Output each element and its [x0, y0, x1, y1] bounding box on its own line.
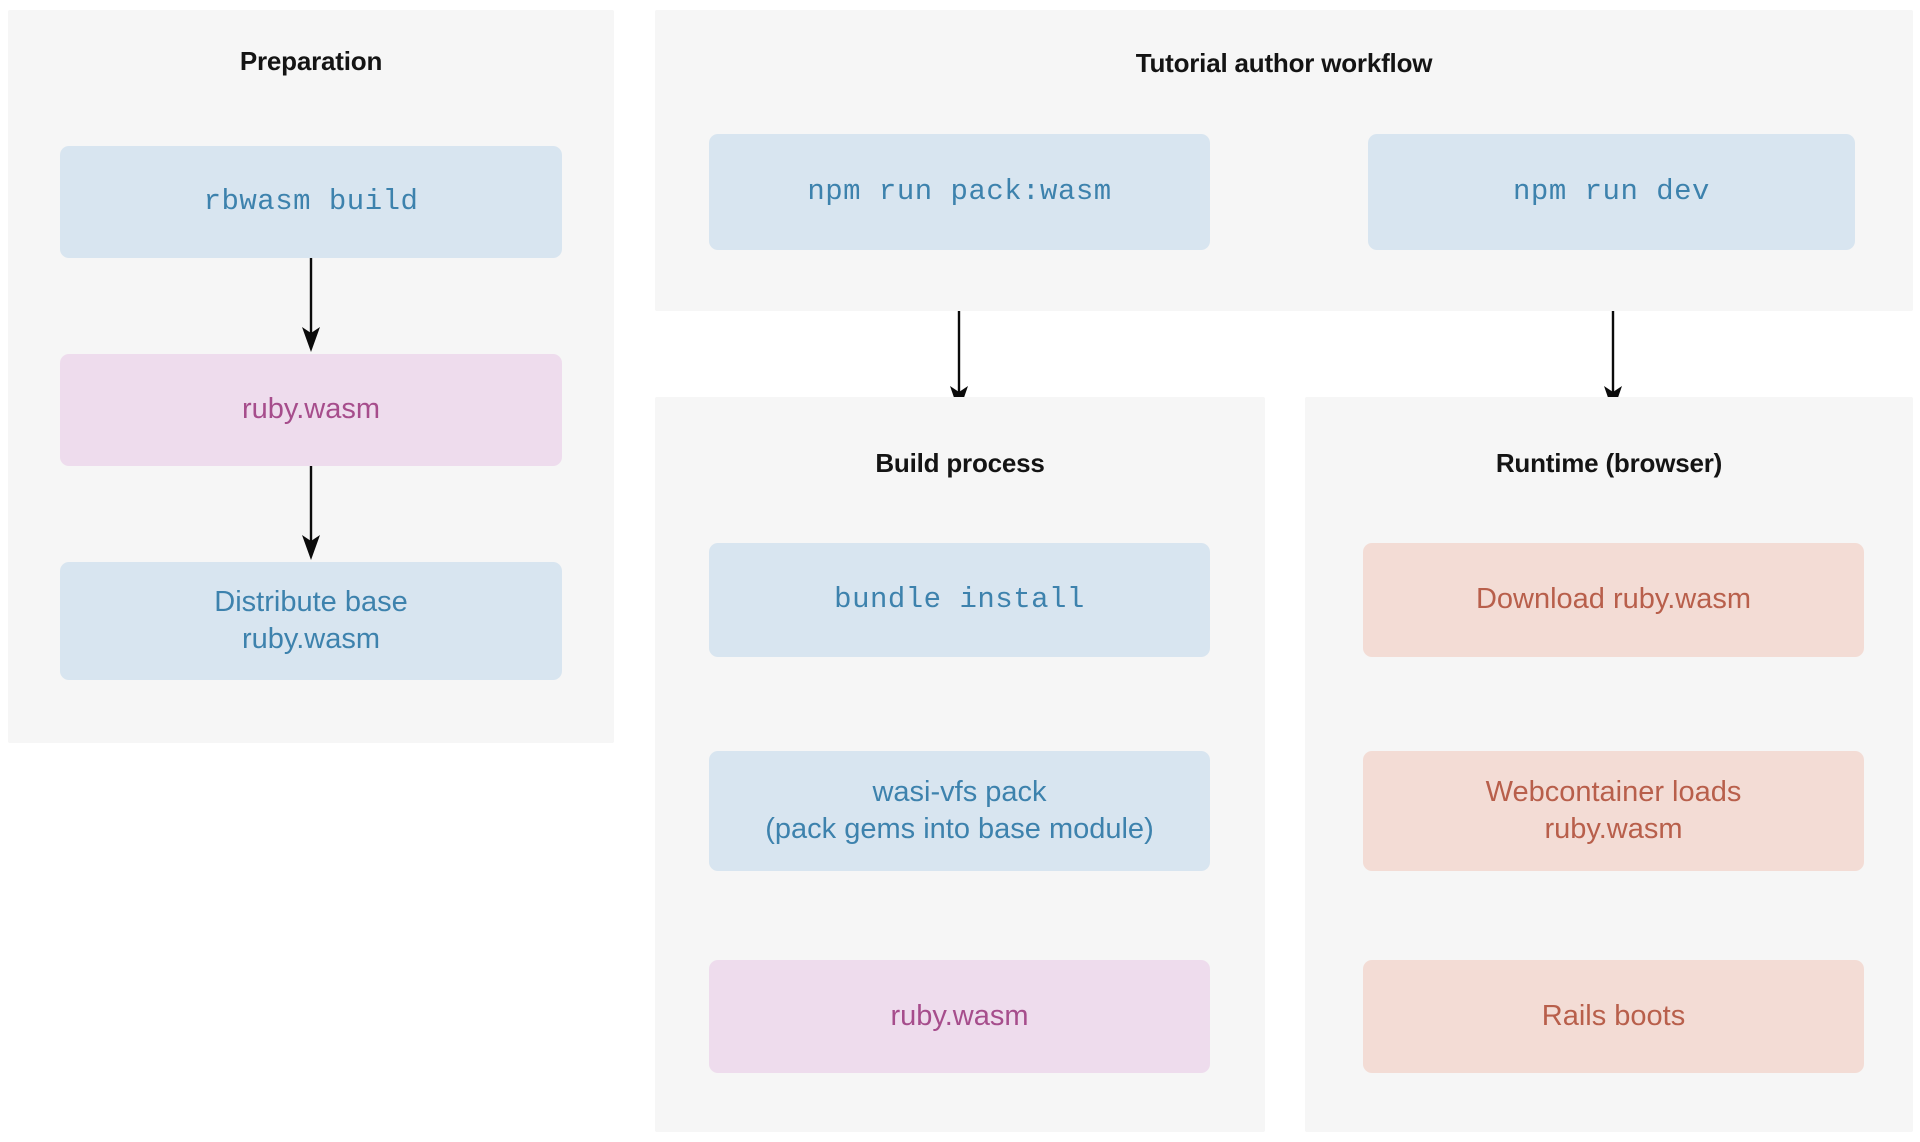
node-rails-boots[interactable]: Rails boots — [1363, 960, 1864, 1073]
node-label: Download ruby.wasm — [1475, 583, 1752, 616]
node-rbwasm-build[interactable]: rbwasm build — [60, 146, 562, 258]
node-label: npm run pack:wasm — [807, 175, 1112, 209]
subgraph-title-runtime-browser: Runtime (browser) — [1495, 448, 1723, 478]
subgraph-title-build-process: Build process — [875, 448, 1045, 478]
node-label: ruby.wasm — [890, 999, 1029, 1032]
node-bundle-install[interactable]: bundle install — [709, 543, 1210, 657]
node-wasi-vfs-pack[interactable]: wasi-vfs pack(pack gems into base module… — [709, 751, 1210, 871]
node-download-ruby-wasm[interactable]: Download ruby.wasm — [1363, 543, 1864, 657]
subgraph-title-preparation: Preparation — [239, 46, 383, 76]
edge-ruby-wasm-to-distribute-base — [302, 466, 320, 560]
node-label: rbwasm build — [203, 185, 419, 219]
node-ruby-wasm-built[interactable]: ruby.wasm — [709, 960, 1210, 1073]
node-label: wasi-vfs pack(pack gems into base module… — [765, 775, 1154, 845]
subgraph-title-tutorial-author-workflow: Tutorial author workflow — [1135, 48, 1433, 78]
node-label: npm run dev — [1513, 175, 1710, 209]
node-label: bundle install — [834, 583, 1085, 617]
edge-rbwasm-build-to-ruby-wasm — [302, 258, 320, 352]
node-npm-run-dev[interactable]: npm run dev — [1368, 134, 1855, 250]
node-label: Rails boots — [1541, 999, 1686, 1032]
node-label: ruby.wasm — [241, 393, 381, 426]
node-npm-run-pack-wasm[interactable]: npm run pack:wasm — [709, 134, 1210, 250]
node-ruby-wasm-base[interactable]: ruby.wasm — [60, 354, 562, 466]
